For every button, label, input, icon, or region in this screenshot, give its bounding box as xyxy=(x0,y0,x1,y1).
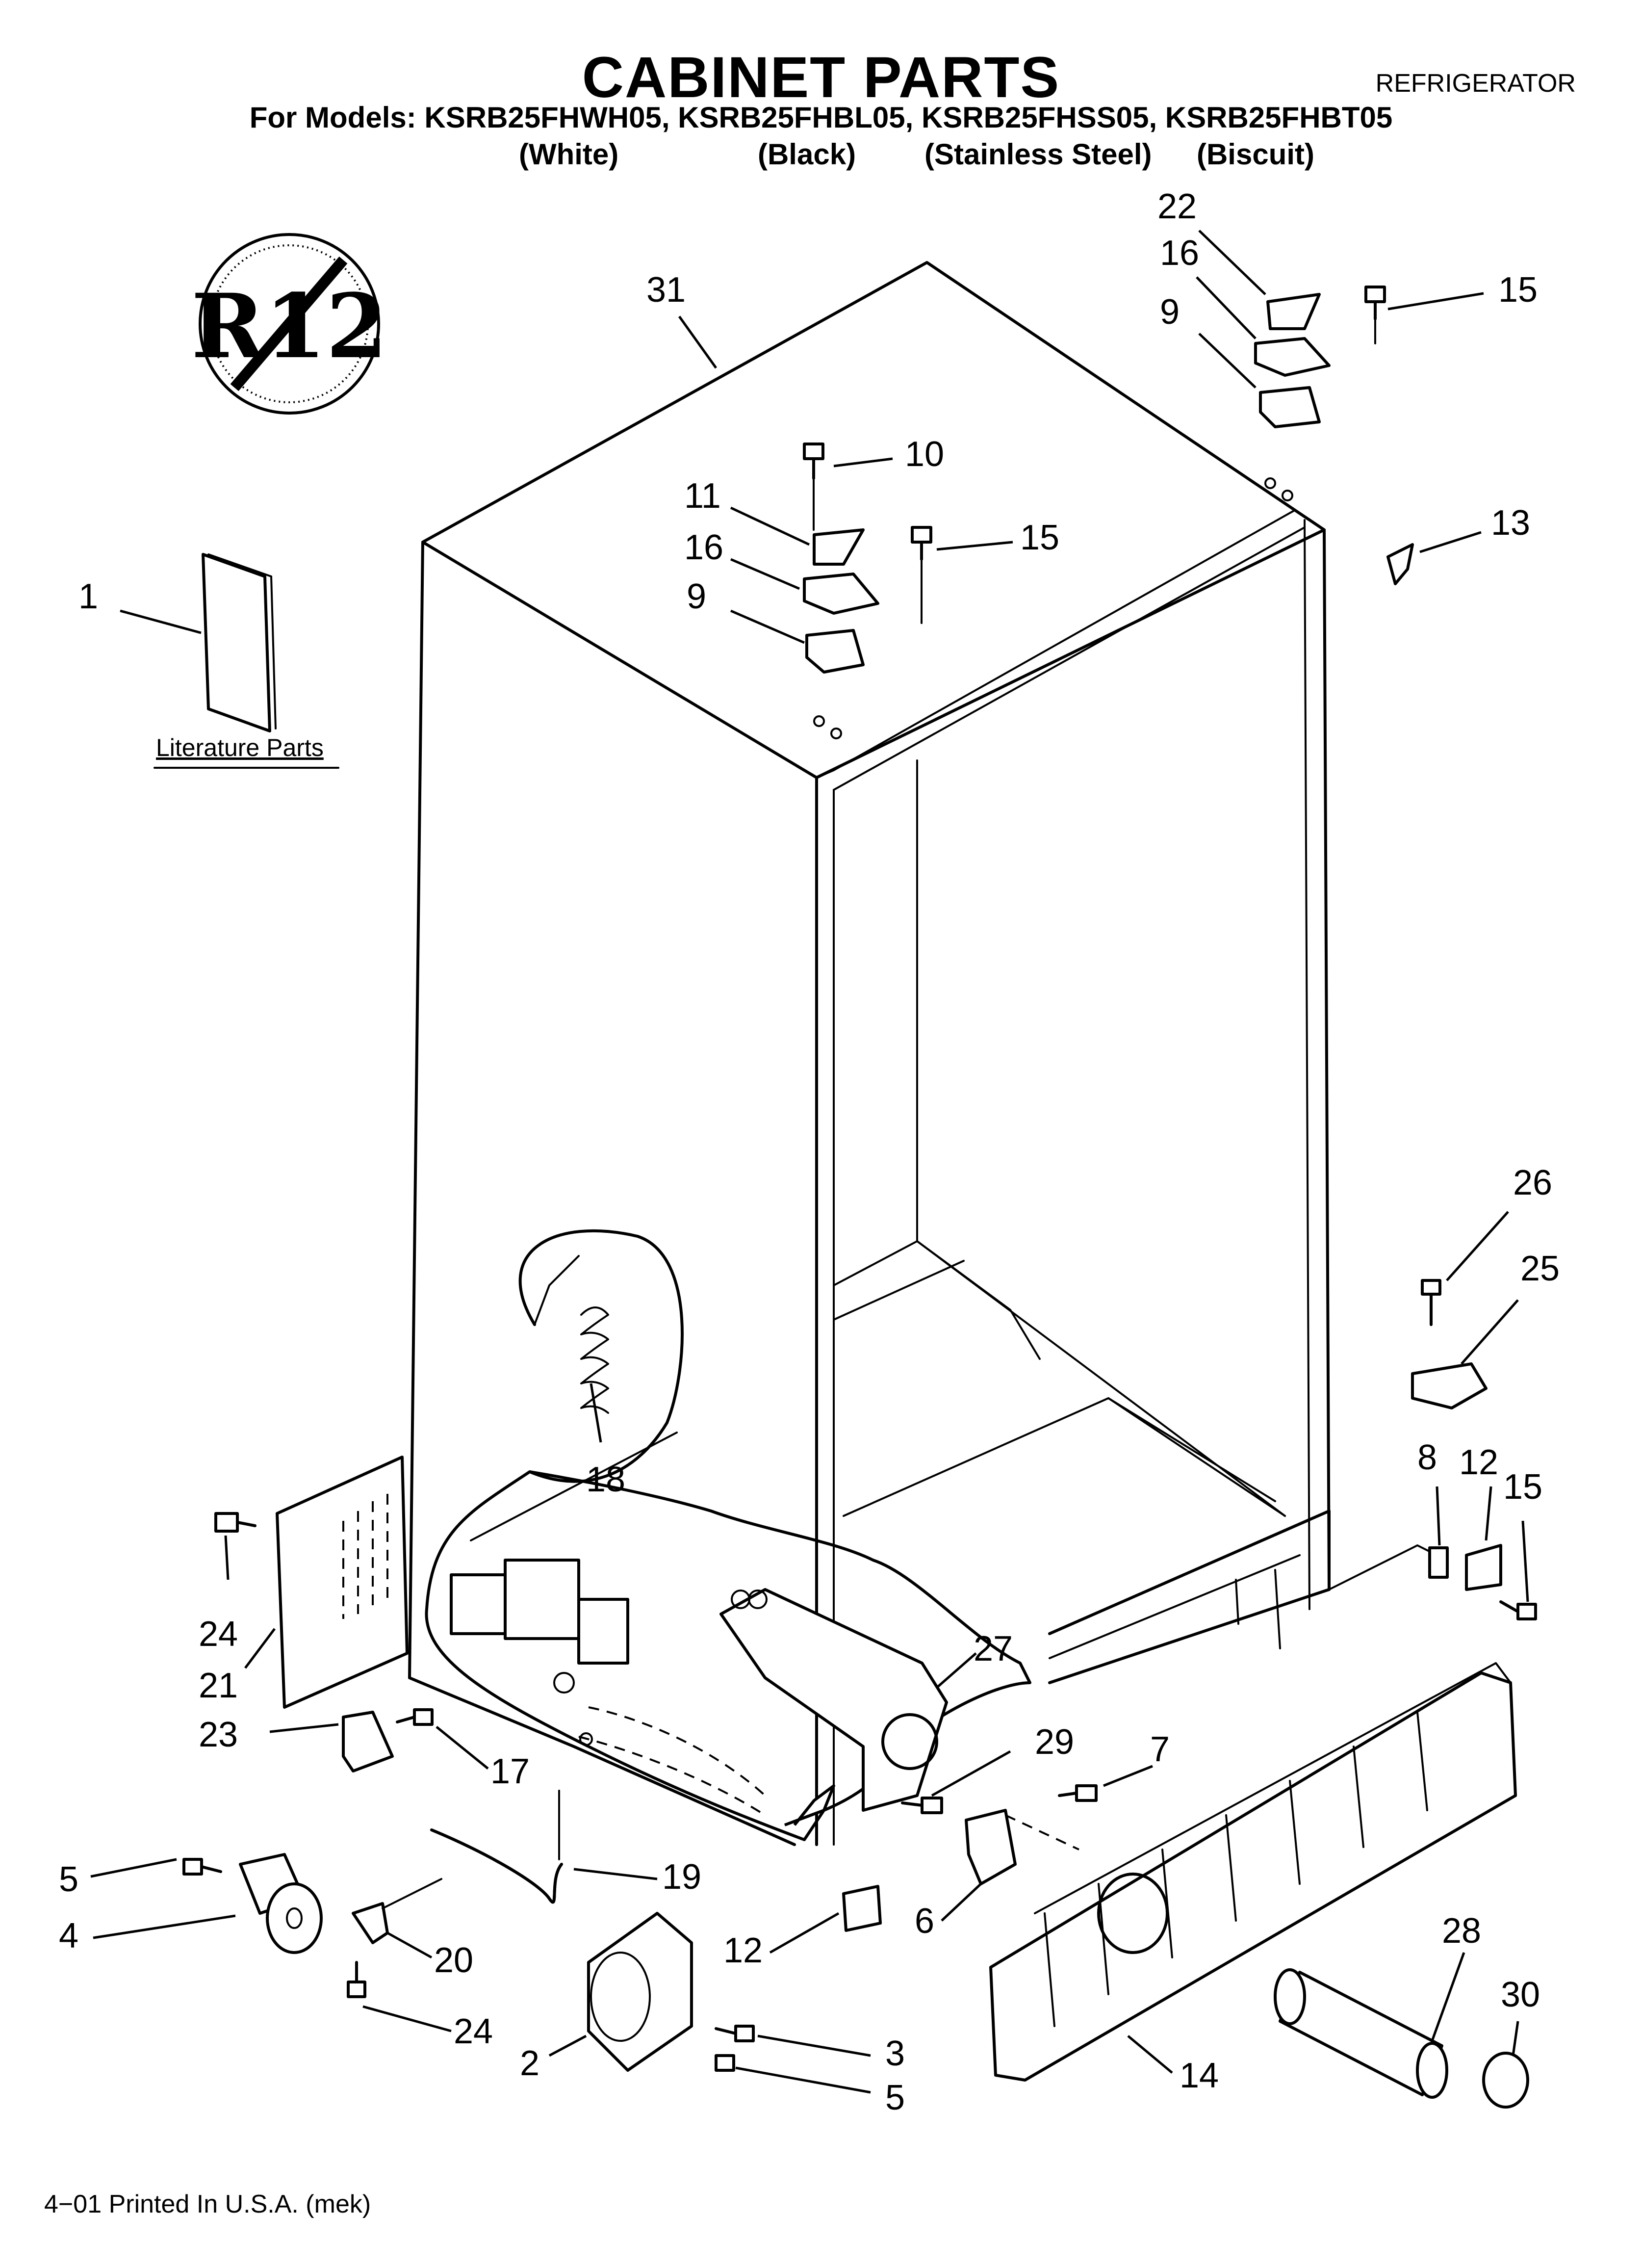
literature-parts-label: Literature Parts xyxy=(156,734,324,761)
variant-black: (Black) xyxy=(758,138,856,171)
callout-24-top: 24 xyxy=(199,1615,238,1654)
hinge-set-right xyxy=(1254,293,1331,501)
screw-5-bottom xyxy=(715,2054,735,2072)
callout-13: 13 xyxy=(1491,503,1531,543)
callout-20: 20 xyxy=(434,1941,474,1980)
callout-5-bottom: 5 xyxy=(885,2078,905,2117)
print-note: 4−01 Printed In U.S.A. (mek) xyxy=(44,2190,371,2218)
base-grille xyxy=(989,1662,1517,2082)
callout-15-top-right: 15 xyxy=(1498,270,1538,310)
drain-spring xyxy=(580,1306,609,1414)
bottom-hinge-2 xyxy=(587,1912,693,2072)
filter-cap-30 xyxy=(1482,2052,1529,2109)
callout-10: 10 xyxy=(905,435,945,474)
page-title: CABINET PARTS xyxy=(582,45,1060,110)
callout-17: 17 xyxy=(490,1752,530,1791)
callout-24-bottom: 24 xyxy=(454,2012,493,2051)
callout-11: 11 xyxy=(684,476,721,516)
water-filter-cartridge xyxy=(1274,1968,1448,2099)
callout-30: 30 xyxy=(1501,1975,1540,2014)
callout-3: 3 xyxy=(885,2034,905,2073)
callout-26: 26 xyxy=(1513,1163,1553,1202)
callout-23: 23 xyxy=(199,1715,238,1754)
bracket-8 xyxy=(1428,1546,1449,1579)
screw-24-bottom xyxy=(347,1961,366,1998)
callout-12-bottom: 12 xyxy=(723,1931,763,1970)
screw-17 xyxy=(396,1708,434,1726)
callout-2: 2 xyxy=(520,2044,540,2083)
screw-7 xyxy=(1058,1784,1098,1802)
screw-24-top xyxy=(214,1512,257,1533)
leveler-12-bottom xyxy=(842,1885,882,1932)
callout-8: 8 xyxy=(1417,1438,1437,1477)
callout-19: 19 xyxy=(662,1857,702,1897)
screw-15-top-right xyxy=(1364,286,1386,344)
category-label: REFRIGERATOR xyxy=(1375,69,1576,98)
clip-23 xyxy=(342,1711,394,1773)
roller-assembly xyxy=(239,1853,323,1954)
callout-9-left: 9 xyxy=(687,577,707,616)
callout-1: 1 xyxy=(78,577,99,616)
cabinet-shim xyxy=(1386,543,1414,585)
callout-16-left: 16 xyxy=(684,528,724,567)
screw-15-top-left xyxy=(911,526,932,624)
callout-12-right: 12 xyxy=(1459,1443,1499,1482)
rear-grille-panel xyxy=(276,1456,409,1709)
callout-7: 7 xyxy=(1150,1730,1170,1769)
compressor-assembly xyxy=(450,1559,766,1816)
variant-stainless: (Stainless Steel) xyxy=(924,138,1152,171)
screw-5-left xyxy=(182,1858,222,1876)
callout-16-right: 16 xyxy=(1160,234,1200,273)
screw-10 xyxy=(803,443,824,531)
screw-15-lower-right xyxy=(1499,1600,1537,1620)
screw-29 xyxy=(901,1797,943,1814)
bracket-25 xyxy=(1411,1279,1488,1409)
bracket-6 xyxy=(965,1809,1017,1885)
filter-housing xyxy=(719,1588,948,1812)
literature-booklet xyxy=(202,553,277,732)
callout-6: 6 xyxy=(915,1902,935,1941)
callout-22: 22 xyxy=(1157,187,1197,226)
callout-29: 29 xyxy=(1035,1722,1075,1762)
leveler-12 xyxy=(1465,1544,1502,1591)
callout-15-top-left: 15 xyxy=(1020,518,1060,557)
models-line: For Models: KSRB25FHWH05, KSRB25FHBL05, … xyxy=(249,101,1393,134)
callout-15-lower-right: 15 xyxy=(1503,1467,1543,1507)
callout-27: 27 xyxy=(974,1629,1013,1668)
screw-3 xyxy=(715,2025,755,2042)
callout-31: 31 xyxy=(646,270,686,310)
callout-18: 18 xyxy=(586,1460,626,1499)
callout-5-left: 5 xyxy=(59,1860,79,1899)
callout-9-right: 9 xyxy=(1160,292,1180,332)
callout-14: 14 xyxy=(1180,2056,1219,2095)
variant-biscuit: (Biscuit) xyxy=(1197,138,1314,171)
callout-21: 21 xyxy=(199,1666,238,1705)
leader-lines xyxy=(90,230,1529,2094)
clamp-20 xyxy=(352,1902,389,1944)
no-r12-badge: R12 xyxy=(191,233,387,415)
callout-4: 4 xyxy=(59,1916,79,1955)
variant-white: (White) xyxy=(519,138,619,171)
callout-25: 25 xyxy=(1520,1249,1560,1288)
callout-28: 28 xyxy=(1442,1911,1482,1951)
cabinet-outline xyxy=(408,261,1448,1846)
hinge-set-left xyxy=(803,528,879,739)
